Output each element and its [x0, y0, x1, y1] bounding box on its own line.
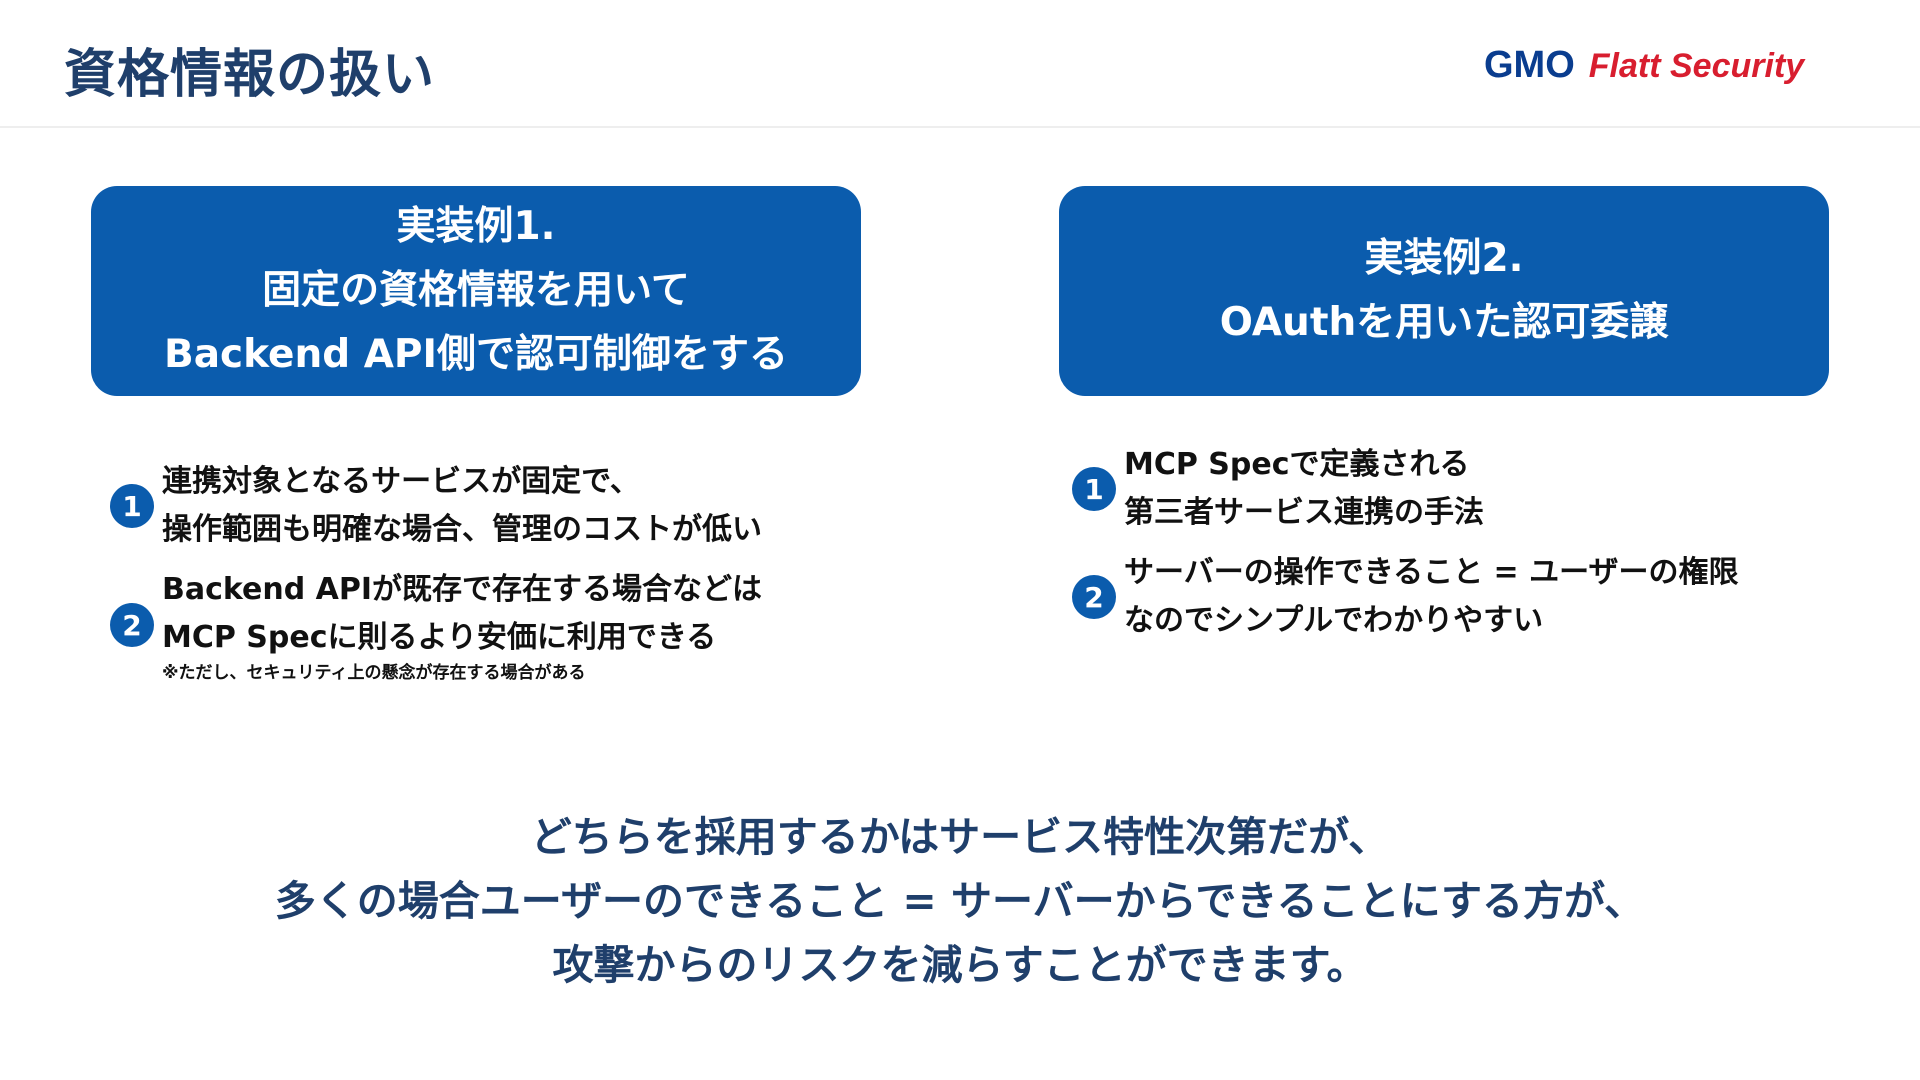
example-1-point-1: 1 連携対象となるサービスが固定で、 操作範囲も明確な場合、管理のコストが低い: [110, 458, 890, 554]
point-line: なのでシンプルでわかりやすい: [1124, 603, 1544, 638]
point-line: Backend APIが既存で存在する場合などは: [162, 572, 763, 607]
number-badge: 1: [1072, 467, 1116, 511]
example-2-line-1: 実装例2.: [1364, 236, 1524, 281]
point-line: 第三者サービス連携の手法: [1124, 495, 1484, 530]
point-text: サーバーの操作できること = ユーザーの権限 なのでシンプルでわかりやすい: [1124, 549, 1739, 645]
point-line: 操作範囲も明確な場合、管理のコストが低い: [162, 512, 762, 547]
example-1-line-1: 実装例1.: [396, 204, 556, 249]
logo-flatt-text: Flatt Security: [1588, 47, 1805, 85]
logo-gmo-text: GMO: [1484, 44, 1575, 86]
number-badge: 1: [110, 484, 154, 528]
example-2-point-1: 1 MCP Specで定義される 第三者サービス連携の手法: [1072, 441, 1852, 537]
conclusion-line-2: 多くの場合ユーザーのできること = サーバーからできることにする方が、: [274, 877, 1646, 925]
example-1-points: 1 連携対象となるサービスが固定で、 操作範囲も明確な場合、管理のコストが低い …: [110, 458, 890, 696]
example-1-line-2: 固定の資格情報を用いて: [262, 268, 690, 313]
example-2-point-2: 2 サーバーの操作できること = ユーザーの権限 なのでシンプルでわかりやすい: [1072, 549, 1852, 645]
point-note: ※ただし、セキュリティ上の懸念が存在する場合がある: [162, 663, 586, 683]
point-text: 連携対象となるサービスが固定で、 操作範囲も明確な場合、管理のコストが低い: [162, 458, 762, 554]
number-badge: 2: [1072, 575, 1116, 619]
company-logo: GMO Flatt Security: [1484, 44, 1804, 87]
point-line: MCP Specに則るより安価に利用できる: [162, 620, 717, 655]
point-line: MCP Specで定義される: [1124, 447, 1470, 482]
conclusion-text: どちらを採用するかはサービス特性次第だが、 多くの場合ユーザーのできること = …: [0, 805, 1920, 997]
example-1-line-3: Backend API側で認可制御をする: [163, 332, 789, 377]
example-2-line-2: OAuthを用いた認可委譲: [1219, 300, 1669, 345]
example-1-point-2: 2 Backend APIが既存で存在する場合などは MCP Specに則るより…: [110, 566, 890, 684]
point-text: Backend APIが既存で存在する場合などは MCP Specに則るより安価…: [162, 566, 762, 684]
example-2-points: 1 MCP Specで定義される 第三者サービス連携の手法 2 サーバーの操作で…: [1072, 441, 1852, 657]
conclusion-line-1: どちらを採用するかはサービス特性次第だが、: [530, 813, 1390, 861]
header-divider: [0, 126, 1920, 128]
point-text: MCP Specで定義される 第三者サービス連携の手法: [1124, 441, 1484, 537]
point-line: 連携対象となるサービスが固定で、: [162, 464, 640, 499]
conclusion-line-3: 攻撃からのリスクを減らすことができます。: [552, 941, 1368, 989]
number-badge: 2: [110, 603, 154, 647]
example-2-header: 実装例2. OAuthを用いた認可委譲: [1059, 186, 1829, 396]
point-line: サーバーの操作できること = ユーザーの権限: [1124, 555, 1739, 590]
example-1-header: 実装例1. 固定の資格情報を用いて Backend API側で認可制御をする: [91, 186, 861, 396]
page-title: 資格情報の扱い: [64, 45, 436, 105]
